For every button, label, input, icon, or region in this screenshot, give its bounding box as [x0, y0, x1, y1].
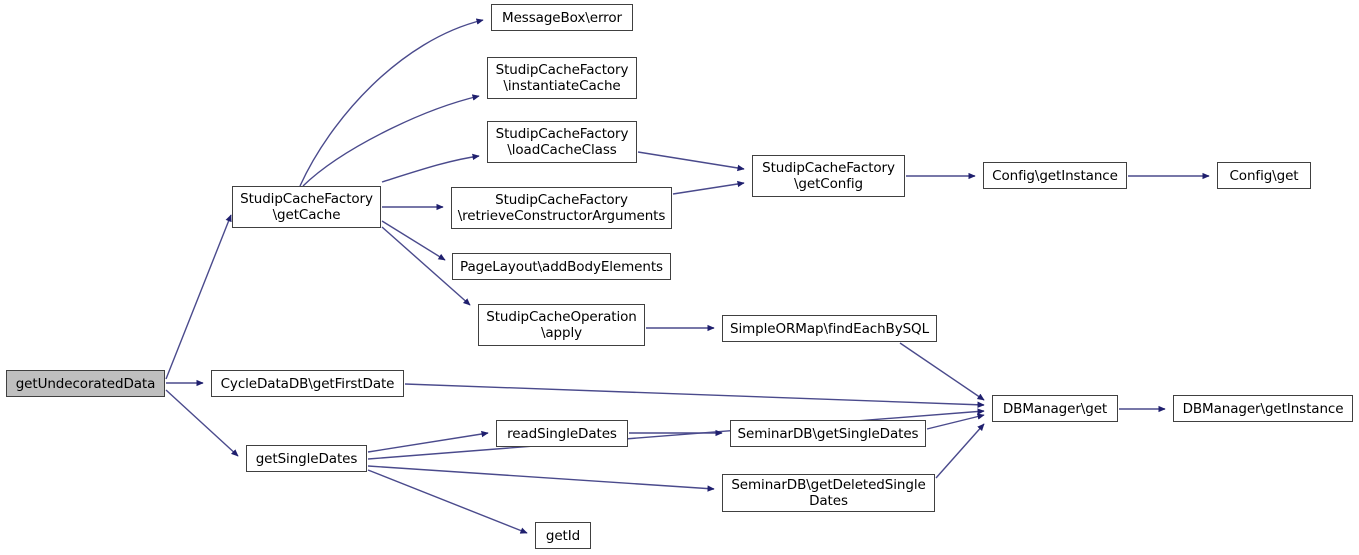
call-edge — [367, 469, 528, 534]
call-edge — [935, 423, 985, 479]
graph-node-seminarGetSingleDates[interactable]: SeminarDB\getSingleDates — [730, 420, 926, 447]
graph-node-retrieveConstructorArguments[interactable]: StudipCacheFactory \retrieveConstructorA… — [451, 187, 672, 229]
graph-node-instantiateCache[interactable]: StudipCacheFactory \instantiateCache — [487, 57, 637, 99]
call-edge — [926, 413, 985, 430]
graph-node-messageBoxError[interactable]: MessageBox\error — [491, 4, 633, 31]
graph-node-getCache[interactable]: StudipCacheFactory \getCache — [232, 186, 381, 228]
call-edge — [367, 465, 715, 492]
graph-node-cacheOperationApply[interactable]: StudipCacheOperation \apply — [478, 304, 645, 346]
call-edge — [899, 342, 985, 401]
graph-node-dbManagerGetInstance[interactable]: DBManager\getInstance — [1173, 395, 1353, 422]
call-edge — [672, 180, 745, 195]
graph-node-seminarGetDeletedSingleDates[interactable]: SeminarDB\getDeletedSingle Dates — [722, 474, 935, 512]
graph-node-findEachBySQL[interactable]: SimpleORMap\findEachBySQL — [722, 315, 937, 342]
graph-node-getId[interactable]: getId — [535, 522, 591, 549]
graph-node-readSingleDates[interactable]: readSingleDates — [496, 420, 628, 447]
call-edge — [299, 18, 484, 187]
call-edge — [381, 153, 480, 183]
call-edge — [165, 389, 239, 457]
call-edge — [367, 430, 489, 453]
call-edge — [404, 383, 985, 408]
graph-node-loadCacheClass[interactable]: StudipCacheFactory \loadCacheClass — [487, 121, 637, 163]
call-edge — [381, 220, 446, 261]
graph-node-addBodyElements[interactable]: PageLayout\addBodyElements — [452, 253, 671, 280]
graph-node-cycleGetFirstDate[interactable]: CycleDataDB\getFirstDate — [211, 370, 404, 397]
graph-node-getConfig[interactable]: StudipCacheFactory \getConfig — [752, 155, 905, 197]
graph-node-getUndecoratedData[interactable]: getUndecoratedData — [6, 370, 165, 397]
graph-node-configGetInstance[interactable]: Config\getInstance — [983, 162, 1127, 189]
graph-node-getSingleDates[interactable]: getSingleDates — [246, 445, 367, 472]
call-edge — [302, 94, 480, 187]
graph-node-configGet[interactable]: Config\get — [1217, 162, 1311, 189]
graph-node-dbManagerGet[interactable]: DBManager\get — [992, 395, 1118, 422]
call-edge — [637, 151, 745, 172]
call-edge — [165, 214, 232, 380]
